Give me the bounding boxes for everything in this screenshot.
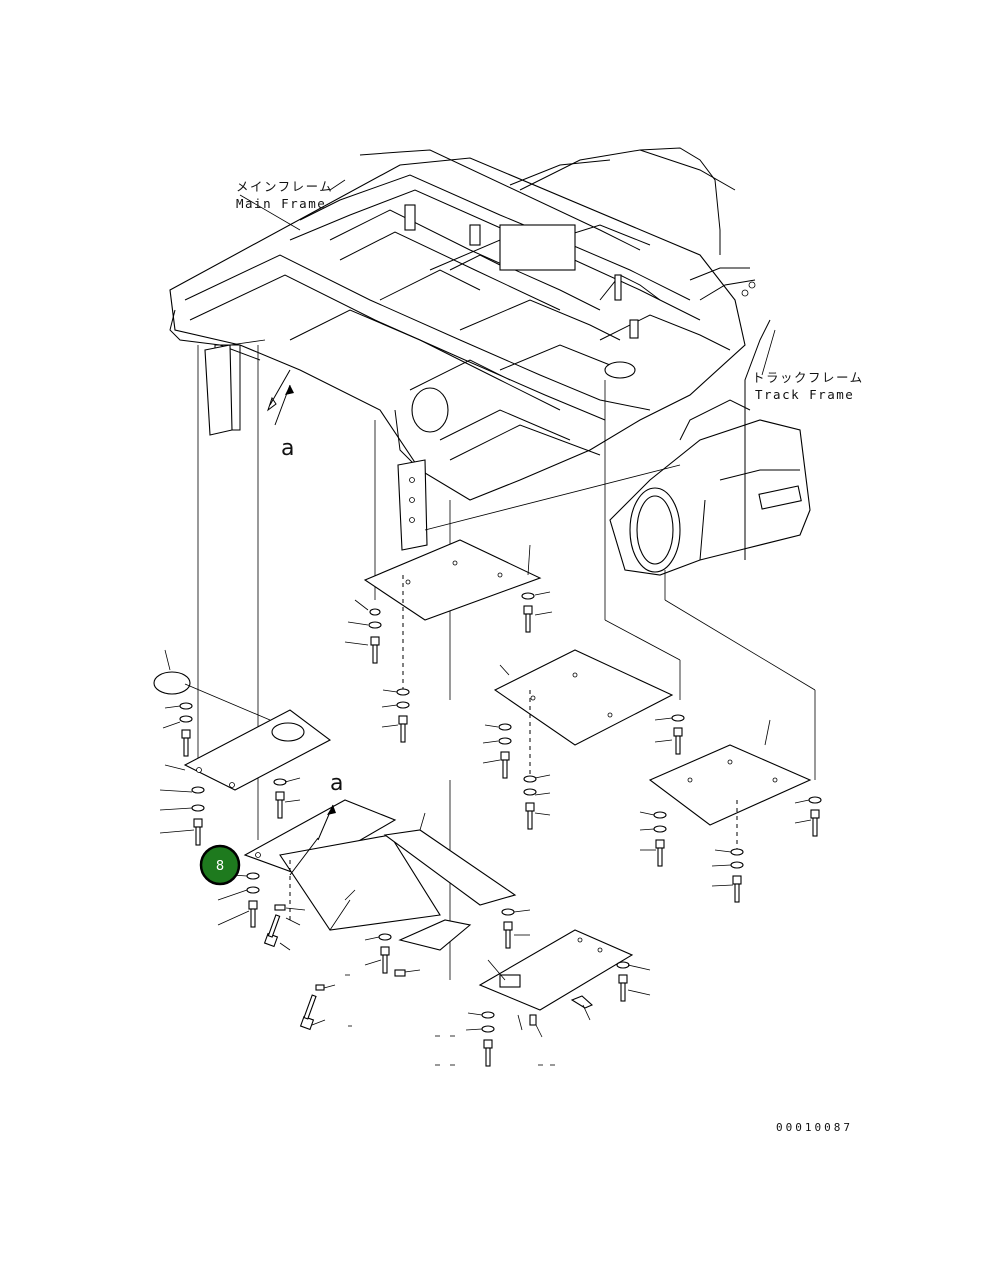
fasteners [179,592,822,1067]
cover-plates [153,539,812,1011]
callout-8-button[interactable]: 8 [199,844,241,886]
view-arrow-upper [274,384,294,426]
callout-8-circle [199,844,241,886]
leader-lines [197,179,816,980]
main-frame-drawing [169,147,756,551]
callout-8-number: 8 [216,859,224,874]
drawing-number: 00010087 [776,1121,853,1134]
view-a-label-lower: a [330,771,343,796]
track-frame-drawing [609,319,811,576]
main-frame-label-jp: メインフレーム [236,179,333,194]
view-a-label-upper: a [281,436,294,461]
part-leaders [159,544,812,1066]
main-frame-label-en: Main Frame [236,196,326,211]
track-frame-label-jp: トラックフレーム [752,370,864,385]
track-frame-label-en: Track Frame [755,387,854,402]
view-arrow-lower [289,804,336,876]
